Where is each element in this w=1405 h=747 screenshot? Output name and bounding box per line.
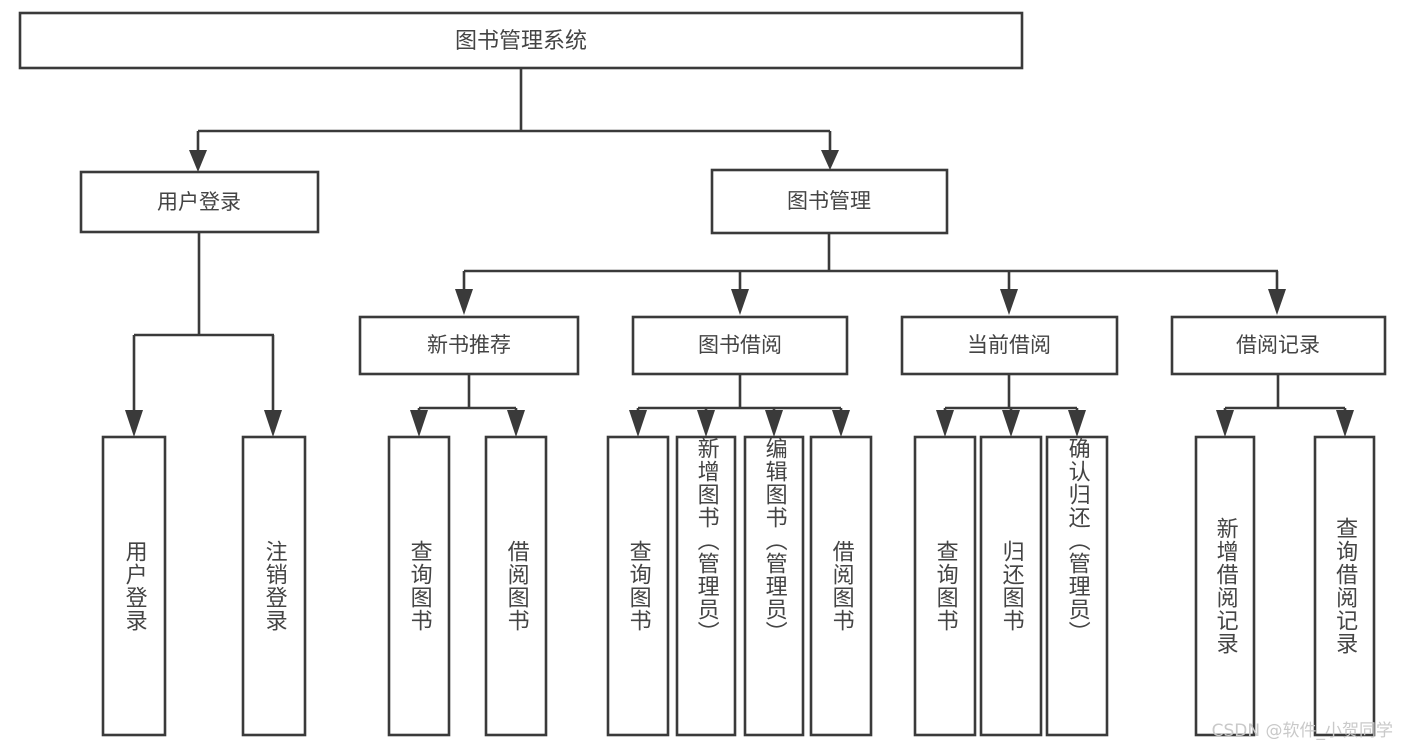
arrow-head-book-manage [821,150,839,170]
arrow-head-bb-2 [697,410,715,437]
node-current-borrow-box [900,315,1119,376]
arrow-head-nbr-2 [507,410,525,437]
arrow-head-borrow-record [1268,289,1286,315]
node-book-borrow-label: 图书借阅 [698,333,782,357]
arrow-head-br-2 [1336,410,1354,437]
node-book-manage-box [710,168,949,235]
leaf-box-query-book-1[interactable] [387,435,451,737]
arrow-head-leaf-logout [264,410,282,437]
node-book-borrow-box [631,315,849,376]
node-user-login[interactable]: 用户登录 [79,170,320,234]
node-new-book-rec-label: 新书推荐 [427,333,511,357]
node-user-login-label: 用户登录 [157,190,241,214]
node-current-borrow-label: 当前借阅 [967,333,1051,357]
arrow-head-nbr-1 [410,410,428,437]
leaf-box-borrow-book-2[interactable] [809,435,873,737]
leaf-box-return-book[interactable] [979,435,1043,737]
node-current-borrow[interactable]: 当前借阅 [900,315,1119,376]
node-new-book-rec-box [358,315,580,376]
arrow-head-leaf-user-login [125,410,143,437]
arrow-head-current-borrow [1000,289,1018,315]
arrow-head-cb-1 [936,410,954,437]
leaf-box-user-login[interactable] [101,435,167,737]
node-root-label: 图书管理系统 [455,29,587,54]
node-new-book-rec[interactable]: 新书推荐 [358,315,580,376]
leaf-box-query-book-3[interactable] [913,435,977,737]
leaf-box-edit-book[interactable] [743,435,805,737]
node-book-manage-label: 图书管理 [787,189,871,213]
arrow-head-br-1 [1216,410,1234,437]
node-borrow-record-box [1170,315,1387,376]
leaf-box-confirm-return[interactable] [1045,435,1109,737]
node-root[interactable]: 图书管理系统 [18,11,1024,70]
leaf-box-add-book[interactable] [675,435,737,737]
node-borrow-record-label: 借阅记录 [1236,333,1320,357]
arrow-head-cb-3 [1068,410,1086,437]
leaf-box-add-record[interactable] [1194,435,1256,737]
arrow-head-user-login [189,150,207,172]
leaf-box-logout-login[interactable] [241,435,307,737]
arrow-head-bb-3 [765,410,783,437]
arrow-head-cb-2 [1002,410,1020,437]
leaf-box-query-record[interactable] [1313,435,1376,737]
arrow-head-new-book-rec [455,289,473,315]
arrow-head-bb-4 [832,410,850,437]
node-book-manage[interactable]: 图书管理 [710,168,949,235]
leaf-box-borrow-book-1[interactable] [484,435,548,737]
node-root-box [18,11,1024,70]
arrow-head-bb-1 [629,410,647,437]
node-book-borrow[interactable]: 图书借阅 [631,315,849,376]
node-borrow-record[interactable]: 借阅记录 [1170,315,1387,376]
arrow-head-book-borrow [731,289,749,315]
leaf-box-query-book-2[interactable] [606,435,670,737]
